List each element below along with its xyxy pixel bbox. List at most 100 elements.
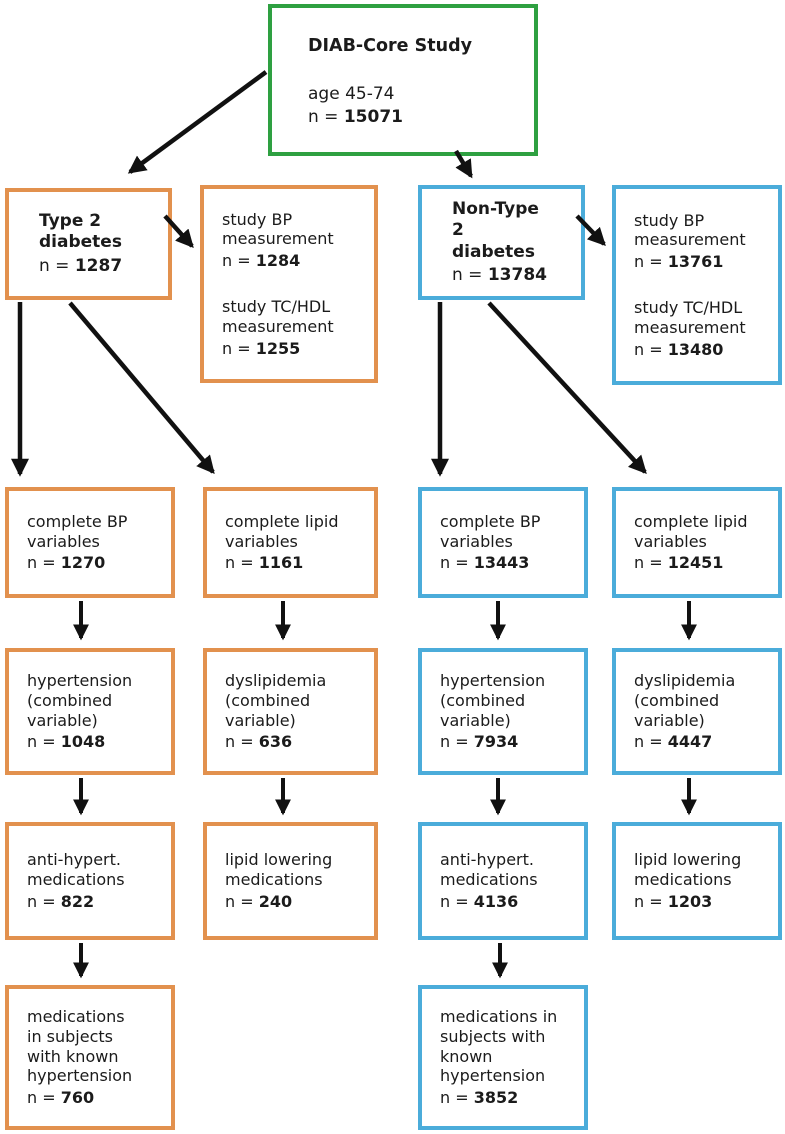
n-prefix: n = xyxy=(452,264,488,285)
n-line: n = 13443 xyxy=(440,553,576,573)
measurement-item: study BP measurement n = 13761 xyxy=(634,211,770,272)
box-type2-medications-known-hypertension: medications in subjects with known hyper… xyxy=(5,985,175,1130)
n-prefix: n = xyxy=(27,891,61,911)
n-value: 7934 xyxy=(473,732,519,752)
n-line: n = 636 xyxy=(225,732,366,752)
box-non-type2-dyslipidemia: dyslipidemia (combined variable) n = 444… xyxy=(612,648,782,775)
branch-title: Non-Type 2 diabetes xyxy=(452,199,539,262)
n-prefix: n = xyxy=(225,891,259,911)
box-non-type2-medications-known-hypertension: medications in subjects with known hyper… xyxy=(418,985,588,1130)
box-non-type2-complete-bp: complete BP variables n = 13443 xyxy=(418,487,588,598)
measurement-item: study BP measurement n = 1284 xyxy=(222,210,366,271)
n-prefix: n = xyxy=(634,891,668,911)
box-label: complete lipid variables xyxy=(634,511,748,551)
n-value: 760 xyxy=(60,1088,95,1108)
n-line: n = 1255 xyxy=(222,339,366,359)
n-line: n = 1287 xyxy=(39,256,160,277)
n-prefix: n = xyxy=(634,339,668,359)
measurement-label: study TC/HDL measurement xyxy=(634,298,746,337)
box-diab-core-study: DIAB-Core Study age 45-74 n = 15071 xyxy=(268,4,538,156)
n-line: n = 1203 xyxy=(634,892,770,912)
box-label: complete BP variables xyxy=(440,511,541,551)
arrow-root-to-type2 xyxy=(127,70,268,174)
n-line: n = 1284 xyxy=(222,251,366,271)
n-prefix: n = xyxy=(440,732,474,752)
n-line: n = 13784 xyxy=(452,265,573,286)
n-prefix: n = xyxy=(308,106,344,127)
n-line: n = 13480 xyxy=(634,340,770,360)
box-type2-complete-lipid: complete lipid variables n = 1161 xyxy=(203,487,378,598)
n-line: n = 4447 xyxy=(634,732,770,752)
n-prefix: n = xyxy=(440,1088,474,1108)
n-prefix: n = xyxy=(634,732,668,752)
n-line: n = 1048 xyxy=(27,732,163,752)
n-value: 1048 xyxy=(60,732,106,752)
n-value: 822 xyxy=(60,891,95,911)
branch-title: Type 2 diabetes xyxy=(39,211,122,253)
measurement-item: study TC/HDL measurement n = 13480 xyxy=(634,298,770,359)
box-label: anti-hypert. medications xyxy=(440,850,538,890)
n-prefix: n = xyxy=(634,553,668,573)
n-line: n = 7934 xyxy=(440,732,576,752)
measurement-label: study TC/HDL measurement xyxy=(222,297,334,336)
measurement-label: study BP measurement xyxy=(222,209,334,249)
n-value: 1284 xyxy=(255,251,301,271)
box-label: medications in subjects with known hyper… xyxy=(27,1006,133,1086)
measurement-label: study BP measurement xyxy=(634,210,746,250)
box-label: lipid lowering medications xyxy=(225,850,333,890)
n-line: n = 822 xyxy=(27,892,163,912)
n-prefix: n = xyxy=(225,732,259,752)
n-line: n = 1161 xyxy=(225,553,366,573)
n-value: 1270 xyxy=(60,553,106,573)
n-value: 12451 xyxy=(667,553,724,573)
box-type2-study-measurements: study BP measurement n = 1284 study TC/H… xyxy=(200,185,378,383)
n-prefix: n = xyxy=(634,252,668,272)
n-prefix: n = xyxy=(222,251,256,271)
box-non-type2-diabetes: Non-Type 2 diabetes n = 13784 xyxy=(418,185,585,300)
n-prefix: n = xyxy=(27,732,61,752)
measurement-item: study TC/HDL measurement n = 1255 xyxy=(222,297,366,358)
n-value: 13480 xyxy=(667,339,724,359)
n-value: 240 xyxy=(258,891,293,911)
n-line: n = 12451 xyxy=(634,553,770,573)
box-non-type2-lipid-lowering-medications: lipid lowering medications n = 1203 xyxy=(612,822,782,940)
box-type2-complete-bp: complete BP variables n = 1270 xyxy=(5,487,175,598)
box-label: complete lipid variables xyxy=(225,511,339,551)
n-value: 4447 xyxy=(667,732,713,752)
box-type2-hypertension: hypertension (combined variable) n = 104… xyxy=(5,648,175,775)
box-non-type2-complete-lipid: complete lipid variables n = 12451 xyxy=(612,487,782,598)
n-value: 1287 xyxy=(74,255,123,276)
box-label: hypertension (combined variable) xyxy=(440,670,546,730)
box-type2-diabetes: Type 2 diabetes n = 1287 xyxy=(5,188,172,300)
n-value: 636 xyxy=(258,732,293,752)
n-prefix: n = xyxy=(225,553,259,573)
n-prefix: n = xyxy=(440,891,474,911)
box-label: hypertension (combined variable) xyxy=(27,670,133,730)
box-non-type2-hypertension: hypertension (combined variable) n = 793… xyxy=(418,648,588,775)
box-type2-lipid-lowering-medications: lipid lowering medications n = 240 xyxy=(203,822,378,940)
box-label: medications in subjects with known hyper… xyxy=(440,1006,558,1086)
n-line: n = 13761 xyxy=(634,252,770,272)
arrow-type2-to-complete-lipid xyxy=(68,301,215,475)
n-line: n = 760 xyxy=(27,1088,163,1108)
n-value: 13761 xyxy=(667,252,724,272)
n-value: 3852 xyxy=(473,1088,519,1108)
n-line: n = 4136 xyxy=(440,892,576,912)
box-non-type2-study-measurements: study BP measurement n = 13761 study TC/… xyxy=(612,185,782,385)
box-type2-dyslipidemia: dyslipidemia (combined variable) n = 636 xyxy=(203,648,378,775)
box-label: dyslipidemia (combined variable) xyxy=(634,670,736,730)
n-value: 15071 xyxy=(343,106,403,127)
n-prefix: n = xyxy=(27,1088,61,1108)
box-label: anti-hypert. medications xyxy=(27,850,125,890)
box-type2-antihypertensive-medications: anti-hypert. medications n = 822 xyxy=(5,822,175,940)
n-prefix: n = xyxy=(440,553,474,573)
n-line: n = 3852 xyxy=(440,1088,576,1108)
n-value: 1255 xyxy=(255,338,301,358)
n-value: 13443 xyxy=(473,553,530,573)
study-title: DIAB-Core Study xyxy=(308,36,473,56)
n-value: 13784 xyxy=(487,264,547,285)
age-range-label: age 45-74 xyxy=(308,83,395,104)
n-prefix: n = xyxy=(27,553,61,573)
box-label: lipid lowering medications xyxy=(634,850,742,890)
n-prefix: n = xyxy=(39,255,75,276)
